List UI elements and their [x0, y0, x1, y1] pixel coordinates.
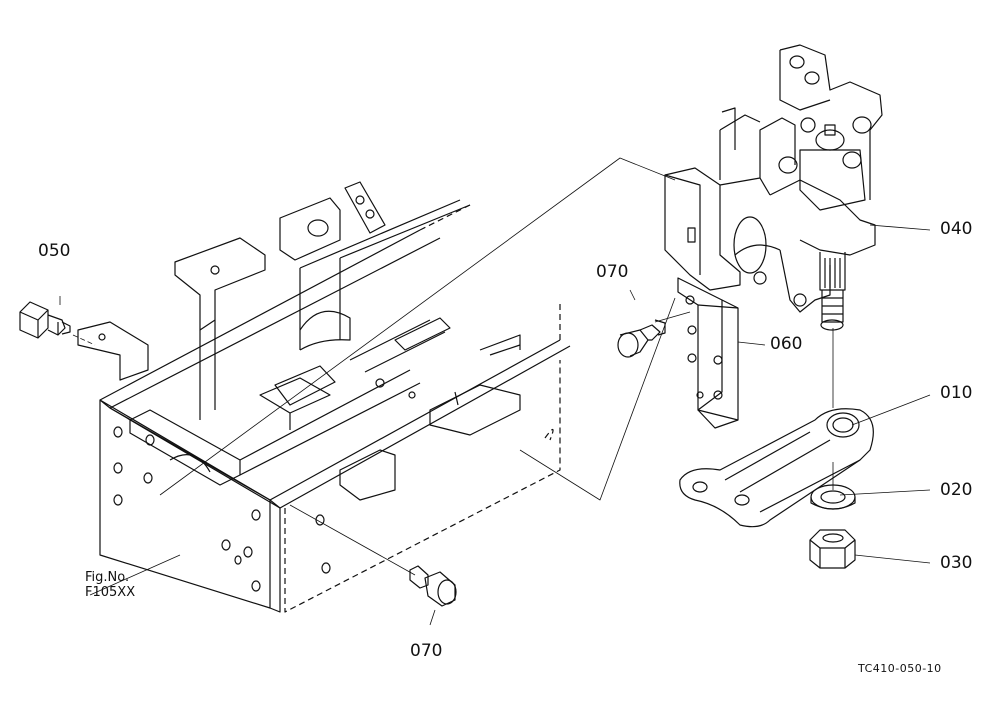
callout-030: 030	[940, 553, 973, 573]
washer-020	[810, 484, 856, 510]
valve-body-040	[664, 44, 883, 331]
callout-070-lower: 070	[410, 641, 443, 661]
drawing-code: TC410-050-10	[858, 662, 942, 675]
callout-040: 040	[940, 219, 973, 239]
bolt-070-lower	[409, 565, 457, 607]
bolt-050	[19, 301, 71, 339]
callout-020: 020	[940, 480, 973, 500]
arm-010	[679, 408, 874, 528]
figure-reference: Fig.No. F105XX	[85, 570, 135, 600]
plate-060	[677, 277, 739, 429]
bolt-070-upper	[617, 319, 666, 358]
figure-reference-label: Fig.No.	[85, 570, 130, 585]
callout-070-upper: 070	[596, 262, 629, 282]
frame-assembly	[77, 181, 571, 613]
nut-030	[809, 529, 856, 569]
callout-060: 060	[770, 334, 803, 354]
callout-050: 050	[38, 241, 71, 261]
assembly-lines	[59, 157, 931, 626]
callout-010: 010	[940, 383, 973, 403]
figure-reference-number: F105XX	[85, 585, 136, 600]
